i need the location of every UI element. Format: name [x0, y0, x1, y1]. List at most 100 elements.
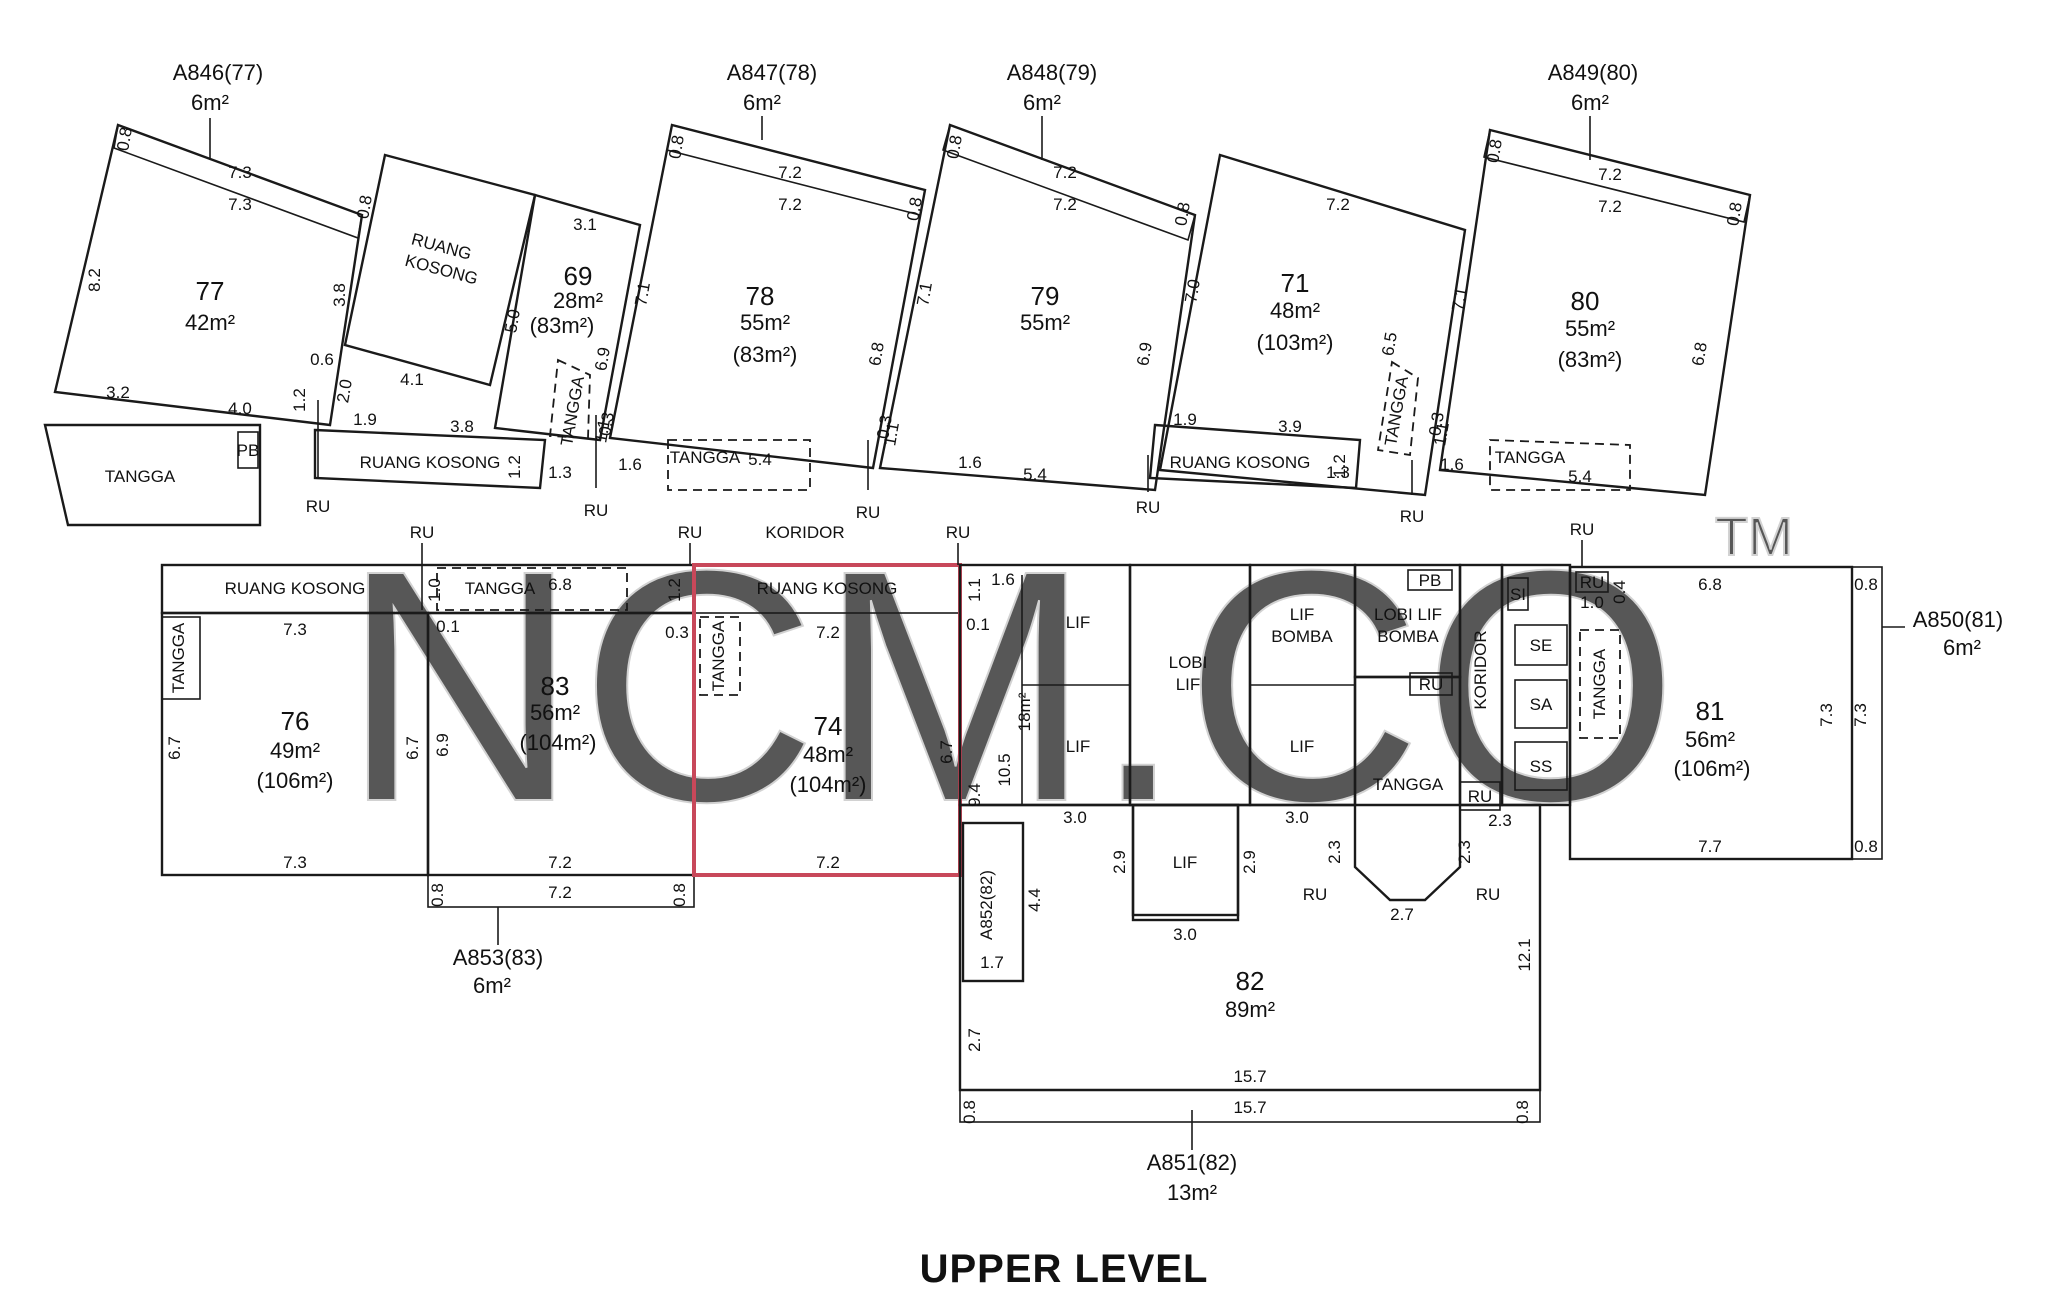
a851-id: A851(82)	[1147, 1150, 1238, 1175]
dim-27-b: 2.7	[965, 1028, 984, 1052]
watermark-text: NCM.CO	[341, 501, 1679, 870]
unit-80-id: 80	[1571, 286, 1600, 316]
void-corridor-69	[313, 428, 547, 490]
dim-81-right: 7.3	[1817, 703, 1836, 727]
stair-81-dashed	[1579, 629, 1621, 739]
dim-08-d: 0.8	[1513, 1100, 1532, 1124]
dim-44: 4.4	[1025, 888, 1044, 912]
label-lif-82: LIF	[1173, 853, 1198, 872]
dim-08-c: 0.8	[960, 1100, 979, 1124]
dim-08-f: 0.8	[670, 883, 689, 907]
label-tangga-76: TANGGA	[169, 622, 188, 693]
balcony-a849	[1483, 129, 1751, 223]
dim-10: 1.0	[1580, 593, 1604, 612]
ru-81-box	[1575, 571, 1609, 593]
dim-08-n: 0.8	[1723, 201, 1746, 228]
dim-29-a: 2.9	[1110, 850, 1129, 874]
dim-08-m: 0.8	[1171, 201, 1194, 228]
dim-08-h: 0.8	[665, 134, 688, 161]
dim-74-right: 6.7	[937, 740, 956, 764]
dim-06: 0.6	[310, 350, 334, 369]
label-ru-81: RU	[1580, 573, 1605, 592]
dim-a853: 7.2	[548, 883, 572, 902]
dim-29-b: 2.9	[1240, 850, 1259, 874]
sa-box	[1514, 679, 1568, 729]
a852-id: A852(82)	[977, 870, 996, 940]
dim-54-a: 5.4	[748, 450, 772, 469]
ru-label-6: RU	[410, 523, 435, 542]
dim-19: 1.9	[353, 410, 377, 429]
label-lobi-lif: LIF	[1176, 675, 1201, 694]
label-ruang-kosong-71: RUANG KOSONG	[1170, 453, 1311, 472]
dim-157-a: 15.7	[1233, 1067, 1266, 1086]
label-lif-2: LIF	[1066, 737, 1091, 756]
dim-16-a: 1.6	[618, 455, 642, 474]
dim-08-k: 0.8	[353, 194, 376, 221]
label-ru-lobi: RU	[1419, 675, 1444, 694]
dim-13-a: 1.3	[548, 463, 572, 482]
unit-81-id: 81	[1696, 696, 1725, 726]
dim-77-right: 3.8	[330, 283, 349, 307]
balcony-a851	[959, 1089, 1541, 1123]
a849-area: 6m²	[1571, 90, 1609, 115]
si-box	[1507, 577, 1529, 611]
dim-80-right: 6.8	[1688, 341, 1711, 368]
dim-17: 1.7	[980, 953, 1004, 972]
unit-71-gross: (103m²)	[1256, 330, 1333, 355]
dim-83-left: 6.9	[433, 733, 452, 757]
dim-30-c: 3.0	[1173, 925, 1197, 944]
balcony-a850	[1851, 566, 1883, 860]
dim-80-left: 7.1	[1448, 286, 1471, 313]
dim-50: 5.0	[501, 308, 524, 335]
lower-row-walls	[160, 563, 1883, 1123]
label-lif-bomba-1: LIF	[1290, 605, 1315, 624]
dim-01-a: 0.1	[436, 617, 460, 636]
dim-31: 3.1	[573, 215, 597, 234]
dim-76-left: 6.7	[165, 736, 184, 760]
dim-79-right: 6.9	[1133, 341, 1156, 368]
dim-78-top2: 7.2	[778, 195, 802, 214]
label-koridor: KORIDOR	[765, 523, 844, 542]
dim-12-b: 1.2	[505, 455, 524, 479]
a846-area: 6m²	[191, 90, 229, 115]
label-tangga-core: TANGGA	[1373, 775, 1444, 794]
unit-83-gross: (104m²)	[519, 730, 596, 755]
label-pb-left: PB	[237, 441, 260, 460]
dim-30-a: 3.0	[1063, 808, 1087, 827]
unit-80-area: 55m²	[1565, 316, 1615, 341]
dim-79-top2: 7.2	[1053, 195, 1077, 214]
dim-16-c: 1.6	[1440, 455, 1464, 474]
dim-77-bottom: 3.2	[106, 383, 130, 402]
dim-54-b: 5.4	[1023, 465, 1047, 484]
stair-71-dashed	[1376, 360, 1419, 457]
dim-08-b: 0.8	[1854, 837, 1878, 856]
upper-row-walls	[43, 123, 1752, 527]
label-lif-3: LIF	[1290, 737, 1315, 756]
balcony-a847	[666, 124, 926, 216]
dim-11-b: 1.1	[591, 418, 614, 445]
unit-74-area: 48m²	[803, 742, 853, 767]
dim-19-b: 1.9	[1173, 410, 1197, 429]
dim-41: 4.1	[400, 370, 424, 389]
dim-30-b: 3.0	[1285, 808, 1309, 827]
a847-id: A847(78)	[727, 60, 818, 85]
label-tangga-left: TANGGA	[105, 467, 176, 486]
dim-78-right: 6.8	[865, 341, 888, 368]
unit-69-outline	[493, 193, 642, 442]
lobby-area: 18m²	[1015, 692, 1034, 731]
unit-80-gross: (83m²)	[1558, 347, 1623, 372]
unit-77-area: 42m²	[185, 310, 235, 335]
a853-id: A853(83)	[453, 945, 544, 970]
dim-23-a: 2.3	[1325, 840, 1344, 864]
watermark-tm: TM	[1715, 507, 1793, 567]
dim-39: 3.9	[1278, 417, 1302, 436]
dim-83-bottom: 7.2	[548, 853, 572, 872]
dim-94: 9.4	[965, 783, 984, 807]
dim-78-left: 7.1	[631, 281, 654, 308]
dim-08-a: 0.8	[1854, 575, 1878, 594]
stair-78-dashed	[667, 439, 811, 491]
void-corridor-71	[1148, 423, 1362, 490]
unit-78-area: 55m²	[740, 310, 790, 335]
label-tangga-69: TANGGA	[557, 374, 588, 447]
ru-label-10: RU	[1303, 885, 1328, 904]
